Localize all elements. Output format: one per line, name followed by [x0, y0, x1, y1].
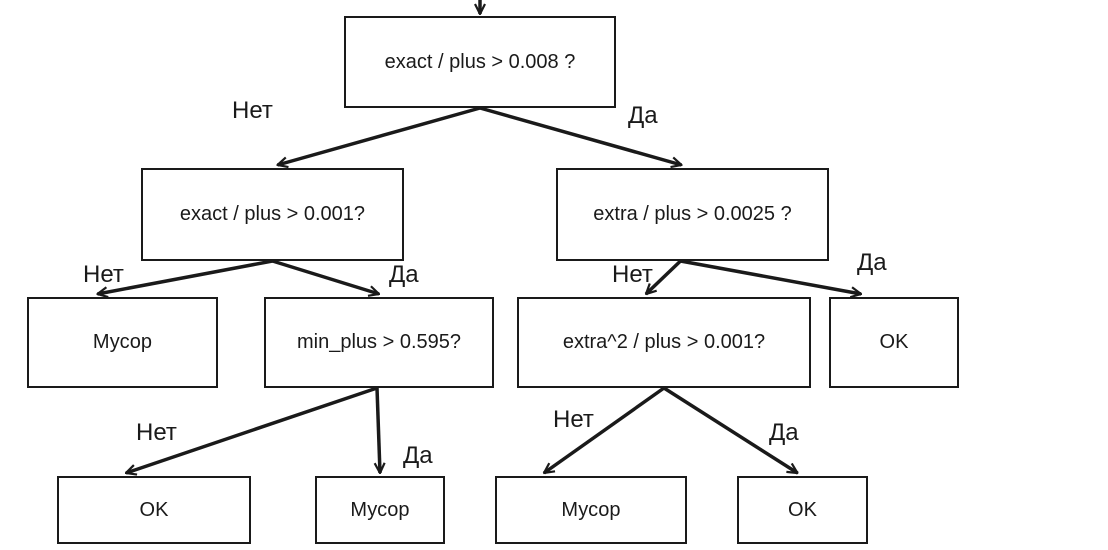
node-rl: extra^2 / plus > 0.001?: [517, 297, 811, 388]
node-rll: Мусор: [495, 476, 687, 544]
edge-r-rl: [646, 259, 682, 294]
edge-r-rr: [680, 259, 862, 294]
edge-label-lr-lrr: Да: [403, 442, 433, 469]
edge-label-r-rl: Нет: [612, 261, 653, 288]
edge-label-root-r: Да: [628, 102, 658, 129]
edge-label-lr-lrl: Нет: [136, 419, 177, 446]
node-r: extra / plus > 0.0025 ?: [556, 168, 829, 261]
edge-l-ll: [98, 259, 273, 294]
edge-label-root-l: Нет: [232, 97, 273, 124]
node-ll: Мусор: [27, 297, 218, 388]
edge-root-r: [479, 106, 682, 165]
edge-rl-rll: [544, 386, 666, 475]
edge-lr-lrr: [377, 387, 380, 473]
node-rlr: OK: [737, 476, 868, 544]
node-rr: OK: [829, 297, 959, 388]
edge-label-rl-rll: Нет: [553, 406, 594, 433]
edge-label-rl-rlr: Да: [769, 419, 799, 446]
edge-label-r-rr: Да: [857, 249, 887, 276]
edge-root-l: [278, 106, 481, 165]
node-lrl: OK: [57, 476, 251, 544]
node-root: exact / plus > 0.008 ?: [344, 16, 616, 108]
edge-l-lr: [271, 259, 380, 294]
edge-label-l-ll: Нет: [83, 261, 124, 288]
node-lr: min_plus > 0.595?: [264, 297, 494, 388]
edge-label-l-lr: Да: [389, 261, 419, 288]
edge-rl-rlr: [663, 386, 798, 475]
node-l: exact / plus > 0.001?: [141, 168, 404, 261]
edge-lr-lrl: [126, 386, 378, 473]
node-lrr: Мусор: [315, 476, 445, 544]
